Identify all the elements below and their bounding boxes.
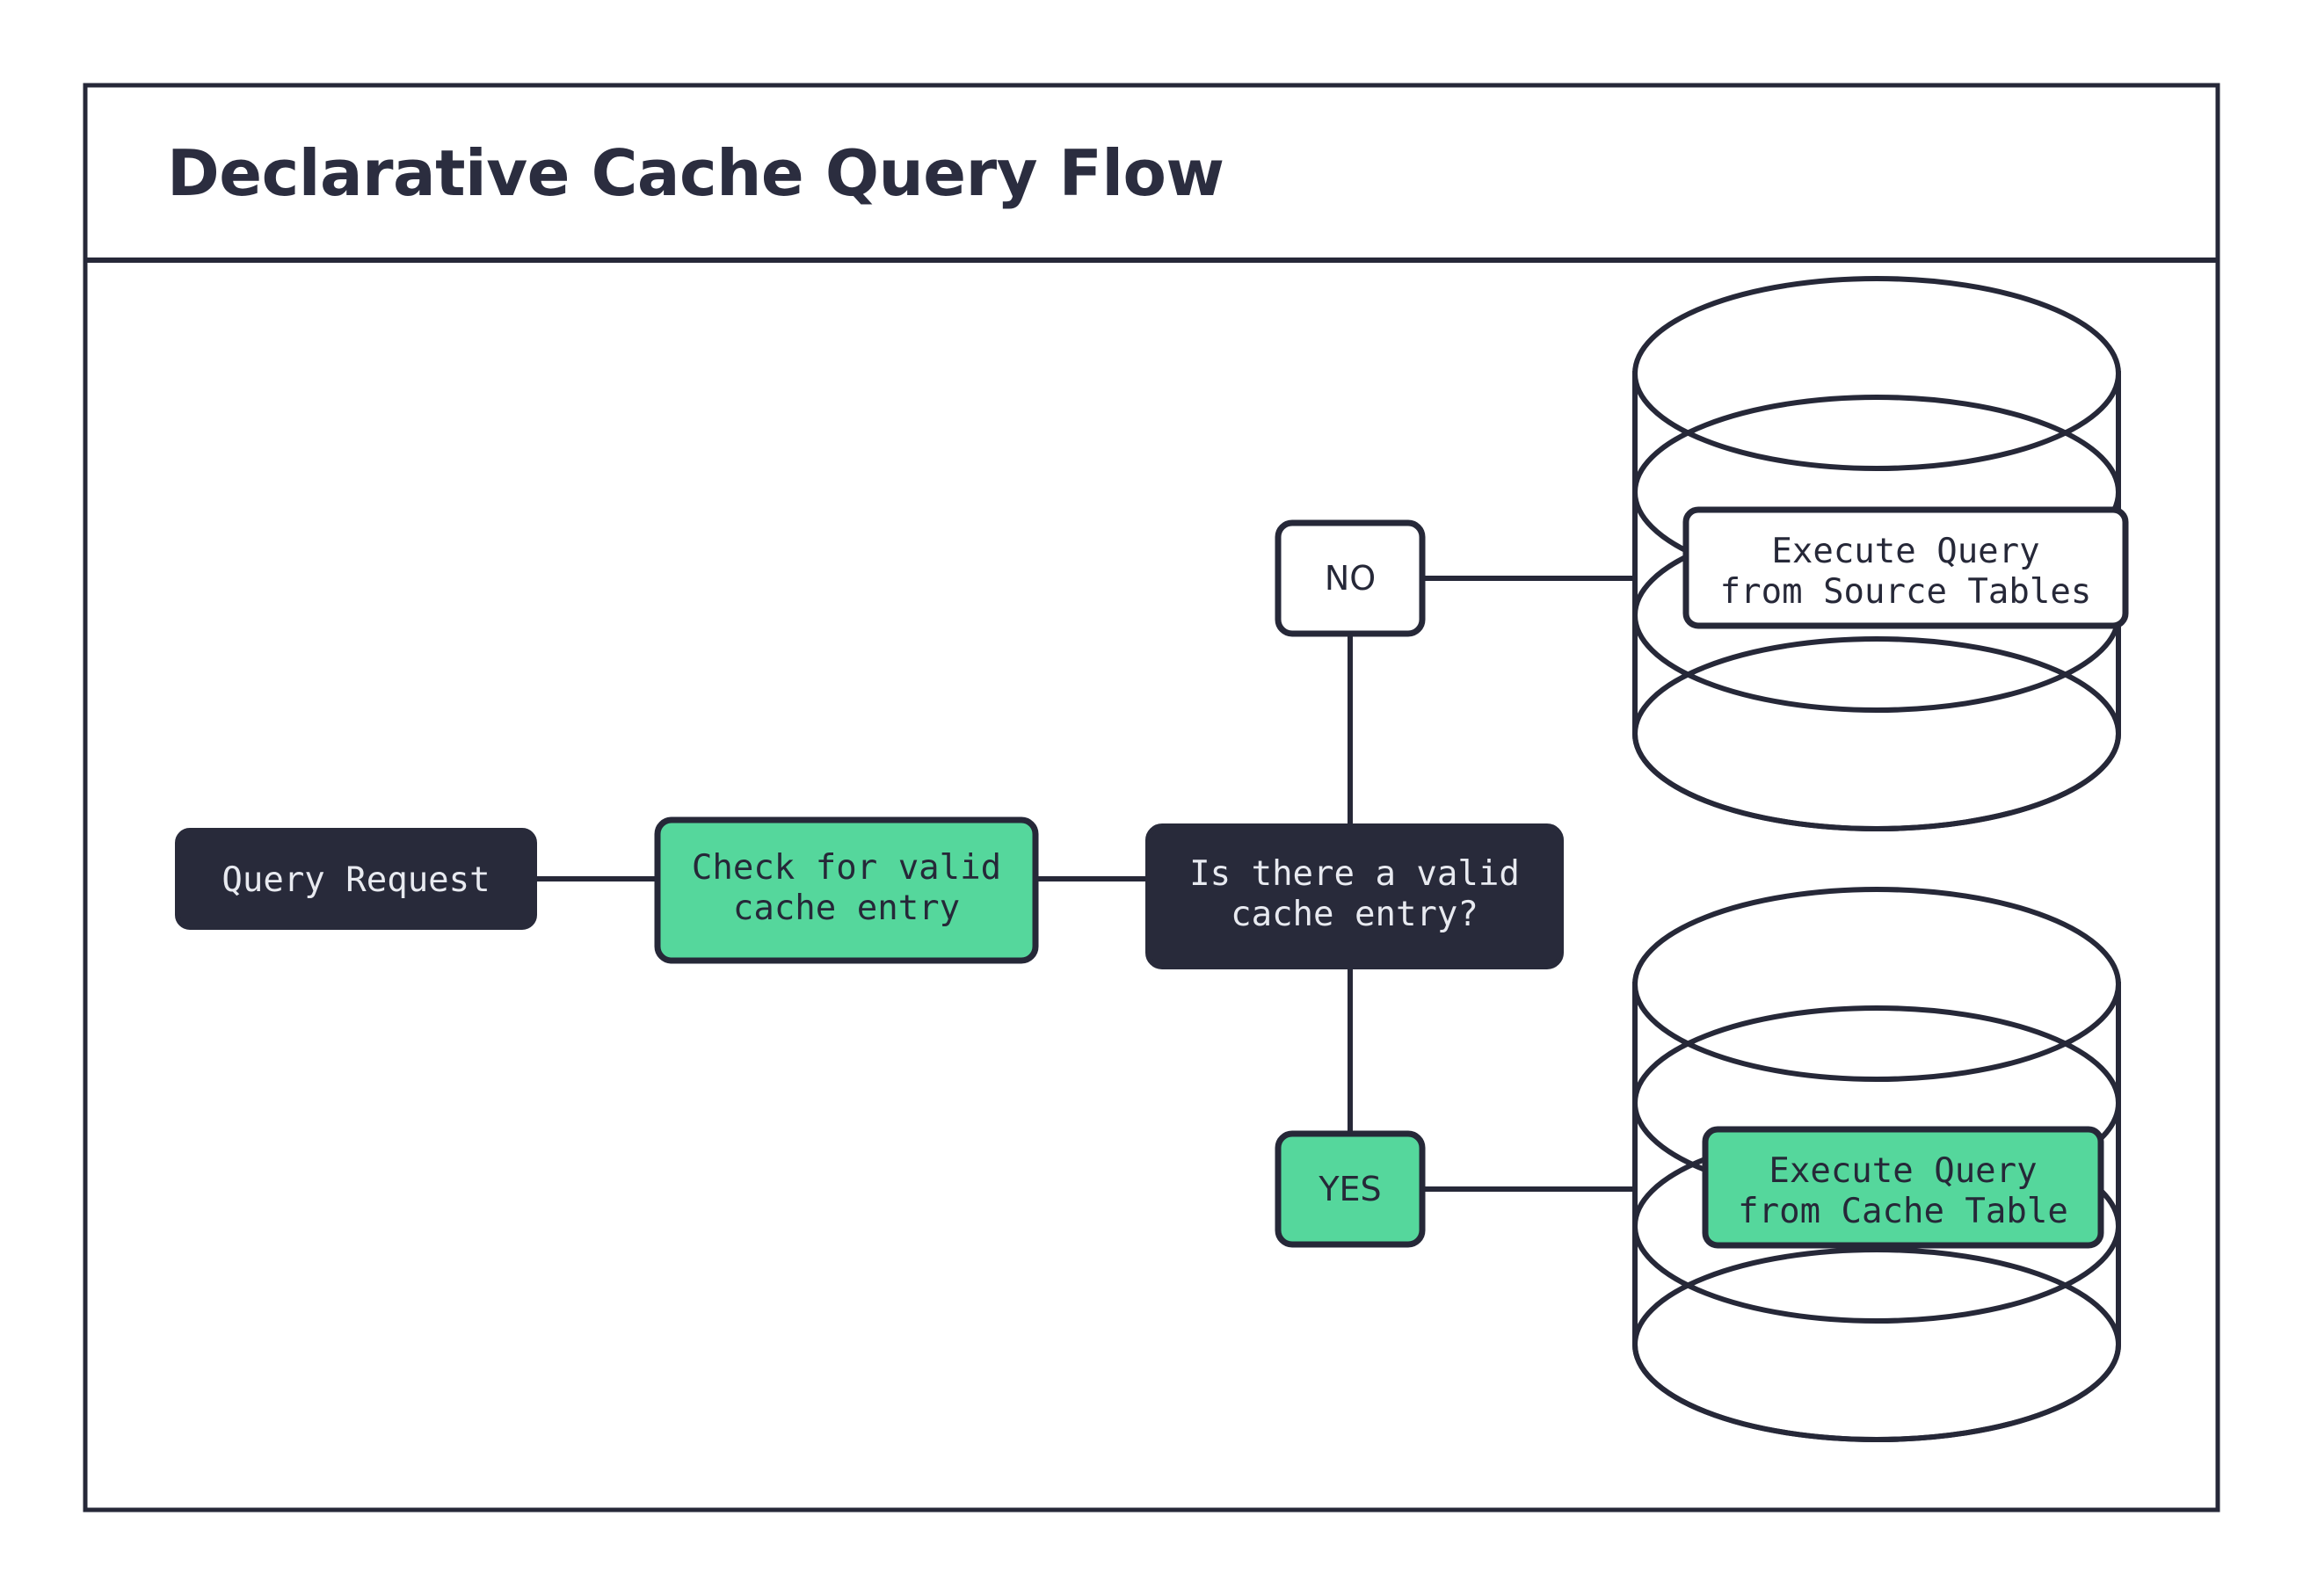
check-cache-label-line1: Check for valid bbox=[692, 848, 1001, 888]
database-cylinder-source-tables: Execute Query from Source Tables bbox=[1632, 276, 2129, 831]
yes-box[interactable] bbox=[1275, 1130, 1426, 1248]
no-label: NO bbox=[1325, 559, 1376, 598]
decision-label-line2: cache entry? bbox=[1231, 895, 1478, 934]
source-tables-label-line2: from Source Tables bbox=[1720, 572, 2092, 612]
source-tables-label-line1: Execute Query bbox=[1771, 532, 2039, 571]
branch-label-no[interactable]: NO bbox=[1275, 519, 1426, 637]
cache-table-label-line1: Execute Query bbox=[1769, 1151, 2037, 1191]
cylinder-top-cache bbox=[1632, 887, 2121, 1082]
cylinder-top-source bbox=[1632, 276, 2121, 471]
cache-table-label-box[interactable] bbox=[1702, 1126, 2104, 1249]
check-cache-box[interactable] bbox=[654, 816, 1039, 964]
decision-box[interactable] bbox=[1145, 823, 1564, 969]
page-title: Declarative Cache Query Flow bbox=[167, 136, 1224, 210]
query-request-label: Query Request bbox=[222, 860, 490, 900]
query-request-box[interactable] bbox=[175, 828, 537, 930]
database-cylinder-cache-table: Execute Query from Cache Table bbox=[1632, 887, 2121, 1442]
check-cache-label-line2: cache entry bbox=[733, 889, 960, 928]
branch-label-yes[interactable]: YES bbox=[1275, 1130, 1426, 1248]
no-box[interactable] bbox=[1275, 519, 1426, 637]
node-check-cache[interactable]: Check for valid cache entry bbox=[654, 816, 1039, 964]
node-decision[interactable]: Is there a valid cache entry? bbox=[1145, 823, 1564, 969]
source-tables-label-box[interactable] bbox=[1682, 506, 2129, 629]
yes-label: YES bbox=[1318, 1170, 1381, 1208]
decision-label-line1: Is there a valid bbox=[1189, 854, 1520, 894]
node-query-request[interactable]: Query Request bbox=[175, 828, 537, 930]
cache-table-label-line2: from Cache Table bbox=[1738, 1192, 2068, 1231]
